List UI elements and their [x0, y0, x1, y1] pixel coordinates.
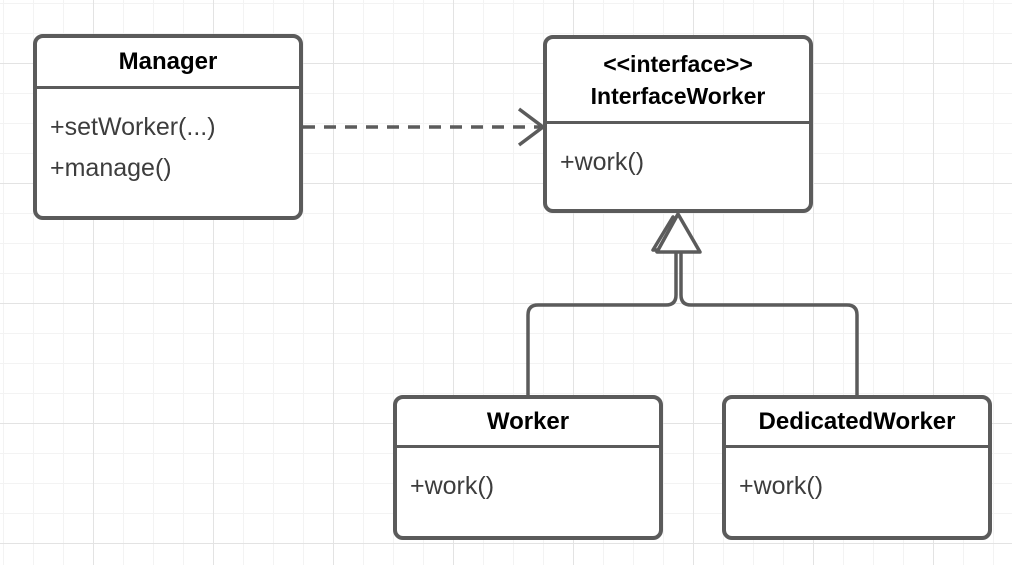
class-methods: +setWorker(...) +manage(): [37, 89, 299, 216]
class-stereotype: <<interface>>: [603, 51, 753, 77]
class-header: Worker: [397, 399, 659, 448]
class-method: +work(): [410, 472, 495, 500]
realization-line-dedicatedworker[interactable]: [679, 251, 859, 396]
class-method: +setWorker(...): [50, 113, 216, 141]
hollow-triangle-front: [655, 212, 702, 254]
class-header: <<interface>> InterfaceWorker: [547, 39, 809, 124]
class-header: Manager: [37, 38, 299, 89]
class-name: InterfaceWorker: [590, 83, 766, 109]
class-methods: +work(): [397, 448, 659, 536]
class-method: +work(): [739, 472, 824, 500]
class-method: +manage(): [50, 154, 172, 182]
class-name: DedicatedWorker: [758, 408, 956, 435]
class-box-dedicatedworker[interactable]: DedicatedWorker +work(): [722, 395, 992, 540]
class-box-worker[interactable]: Worker +work(): [393, 395, 663, 540]
class-methods: +work(): [547, 124, 809, 209]
dependency-arrow-manager-to-interfaceworker[interactable]: [303, 107, 546, 147]
realization-line-worker[interactable]: [526, 251, 678, 396]
class-header: DedicatedWorker: [726, 399, 988, 448]
class-box-manager[interactable]: Manager +setWorker(...) +manage(): [33, 34, 303, 220]
class-method: +work(): [560, 148, 645, 176]
class-methods: +work(): [726, 448, 988, 536]
class-box-interfaceworker[interactable]: <<interface>> InterfaceWorker +work(): [543, 35, 813, 213]
class-name: Manager: [118, 48, 218, 75]
class-name: Worker: [486, 408, 570, 435]
hollow-triangle-arrowhead-icon: [651, 212, 702, 254]
